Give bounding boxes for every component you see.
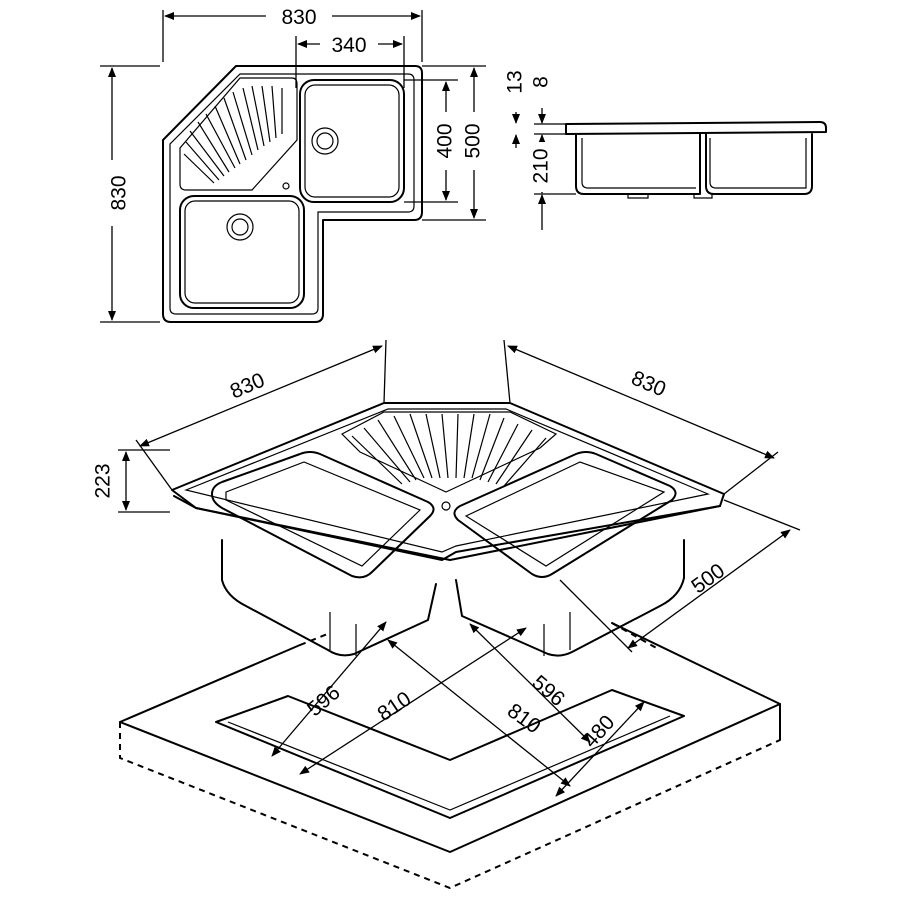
iso-drainer-grooves [351,413,547,487]
drainer-area [179,77,298,191]
dim-400: 400 [434,123,457,158]
drainer-grooves [183,85,283,184]
iso-dim-830-left [139,345,383,447]
drain-right [311,127,339,155]
bowl-right-inner [304,84,400,198]
iso-dim-480 [555,701,645,797]
countertop [119,622,781,890]
iso-drain-hole [441,501,451,511]
iso-bowl-right [453,451,677,578]
dim-340: 340 [331,34,366,57]
iso-dim-830-right-label: 830 [628,367,669,402]
iso-dim-596-right-label: 596 [527,671,569,711]
bowl-right [299,79,405,203]
dim-500: 500 [462,123,485,158]
iso-dim-810-right-label: 810 [503,699,545,738]
dim-830-top: 830 [281,6,316,29]
dim-830-left: 830 [108,175,131,210]
bowl-left-inner [184,200,300,304]
side-view-bowls [575,133,813,195]
countertop-cutout [215,689,685,819]
drain-left-inner [231,218,249,236]
iso-view: 830 830 223 500 596 810 596 810 480 [92,339,801,890]
iso-underbowl-left [221,539,437,657]
drain-right-inner [316,132,334,150]
iso-bowl-left [211,451,435,579]
top-view-rim [169,73,415,315]
iso-dim-223-label: 223 [92,463,115,498]
side-view-rim [565,121,827,135]
iso-sink-rim [184,408,711,553]
dim-13: 13 [504,70,527,93]
iso-sink [171,402,725,657]
iso-dim-810-right [387,639,571,787]
tap-hole [282,182,290,190]
drain-left [226,213,254,241]
iso-dim-500-label: 500 [687,559,729,598]
iso-dim-500 [627,529,791,649]
side-view: 13 8 210 [504,70,827,230]
dim-210: 210 [530,148,553,183]
bowl-left [179,195,305,309]
top-view-outline [162,65,423,323]
iso-dim-830-left-label: 830 [227,369,268,404]
top-view: 830 340 830 400 500 [98,4,487,323]
dim-8: 8 [530,76,553,88]
iso-dim-810-left-label: 810 [373,687,415,726]
iso-dim-830-right [507,345,775,459]
